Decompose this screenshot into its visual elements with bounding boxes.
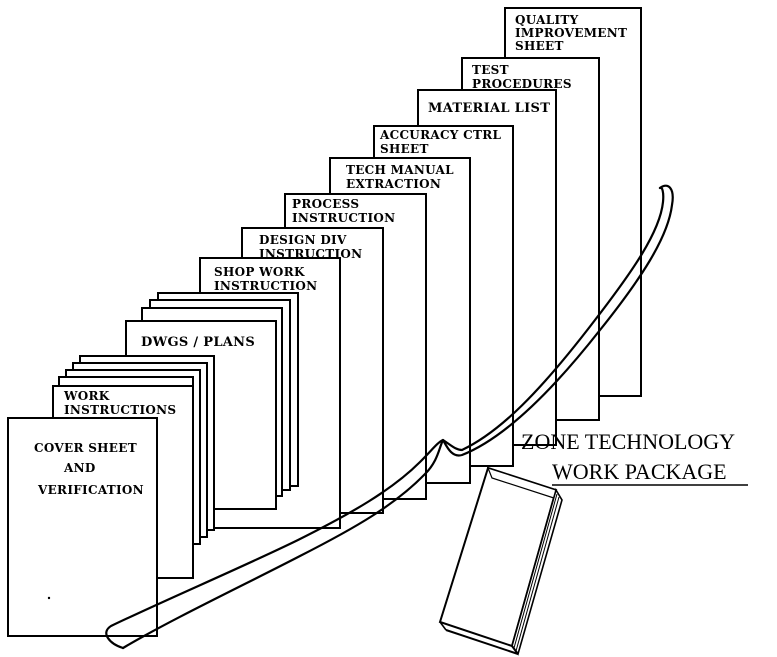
doc-label-line: ACCURACY CTRL <box>379 128 502 142</box>
doc-label-line: QUALITY <box>515 13 579 27</box>
doc-label-line: EXTRACTION <box>346 177 441 191</box>
doc-label-line: WORK <box>63 389 110 403</box>
doc-label-line: DESIGN DIV <box>259 233 347 247</box>
title-line-2: WORK PACKAGE <box>552 459 727 484</box>
grouping-brace <box>105 184 674 650</box>
title-block: ZONE TECHNOLOGY WORK PACKAGE <box>521 429 748 486</box>
doc-label-line: DWGS / PLANS <box>141 335 255 350</box>
doc-label-line: TEST <box>472 63 509 77</box>
doc-label-line: IMPROVEMENT <box>515 26 627 40</box>
doc-label-line: PROCEDURES <box>472 77 572 91</box>
doc-label-line: SHEET <box>380 142 429 156</box>
doc-label-line: AND <box>63 461 96 475</box>
doc-label-line: COVER SHEET <box>34 441 137 455</box>
doc-label-line: INSTRUCTION <box>292 211 395 225</box>
doc-label-line: VERIFICATION <box>37 483 144 497</box>
bound-package-icon <box>438 466 563 656</box>
doc-label-line: INSTRUCTION <box>214 279 317 293</box>
doc-cover-sheet: COVER SHEET AND VERIFICATION <box>7 417 158 637</box>
doc-label-line: SHEET <box>515 39 564 53</box>
speck <box>47 596 51 600</box>
title-line-1: ZONE TECHNOLOGY <box>521 429 735 454</box>
doc-label-line: SHOP WORK <box>214 265 305 279</box>
doc-label-line: TECH MANUAL <box>346 163 454 177</box>
doc-label-line: MATERIAL LIST <box>428 101 550 116</box>
doc-label-line: PROCESS <box>292 197 359 211</box>
doc-label-line: INSTRUCTIONS <box>64 403 176 417</box>
